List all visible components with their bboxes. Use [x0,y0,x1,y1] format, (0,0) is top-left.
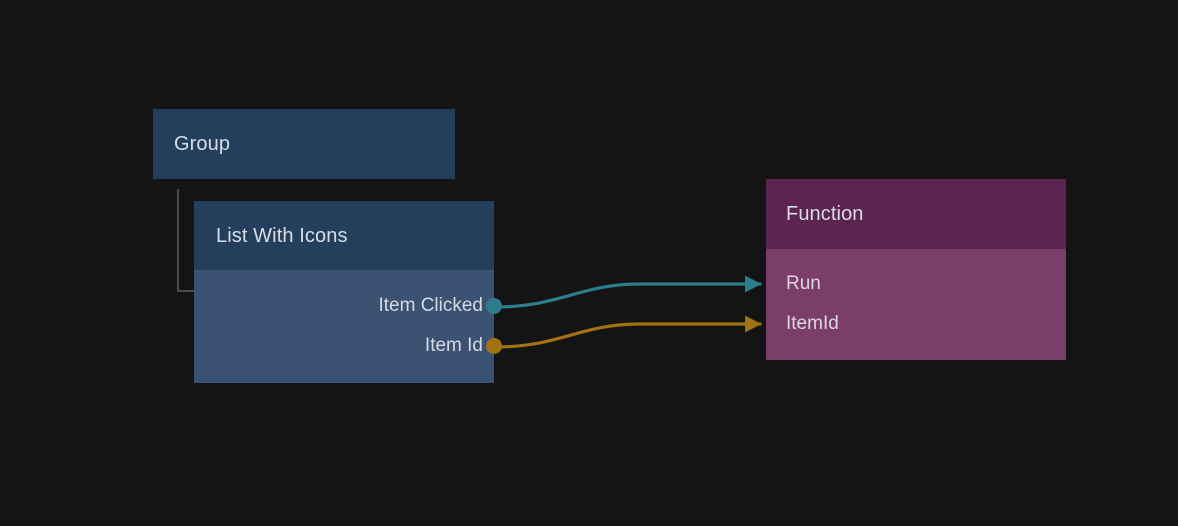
output-port-item-clicked-label: Item Clicked [378,295,483,316]
group-child-bracket [177,189,195,292]
output-port-item-id-dot-icon[interactable] [486,338,502,354]
node-list-with-icons-title: List With Icons [216,224,348,247]
node-function-title: Function [786,203,864,225]
node-function-header[interactable]: Function [766,179,1066,249]
connection-item-id-to-itemid[interactable] [493,315,762,349]
node-function[interactable]: Function Run ItemId [766,179,1066,360]
node-list-with-icons-header[interactable]: List With Icons [194,201,494,270]
output-port-item-clicked[interactable]: Item Clicked [378,295,502,316]
input-port-itemid[interactable]: ItemId [766,314,839,334]
input-port-run-label: Run [786,273,821,294]
input-port-run[interactable]: Run [766,274,821,294]
input-port-itemid-label: ItemId [786,313,839,334]
node-function-body: Run ItemId [766,249,1066,360]
output-port-item-id-label: Item Id [424,335,483,356]
node-group-title: Group [174,133,231,155]
node-group[interactable]: Group [153,109,455,179]
connection-item-clicked-to-run[interactable] [493,275,762,309]
node-list-with-icons[interactable]: List With Icons Item Clicked Item Id [194,201,502,383]
output-port-item-id[interactable]: Item Id [424,335,502,356]
node-group-header[interactable]: Group [153,109,455,179]
output-port-item-clicked-dot-icon[interactable] [486,298,502,314]
node-list-with-icons-body: Item Clicked Item Id [194,270,502,383]
